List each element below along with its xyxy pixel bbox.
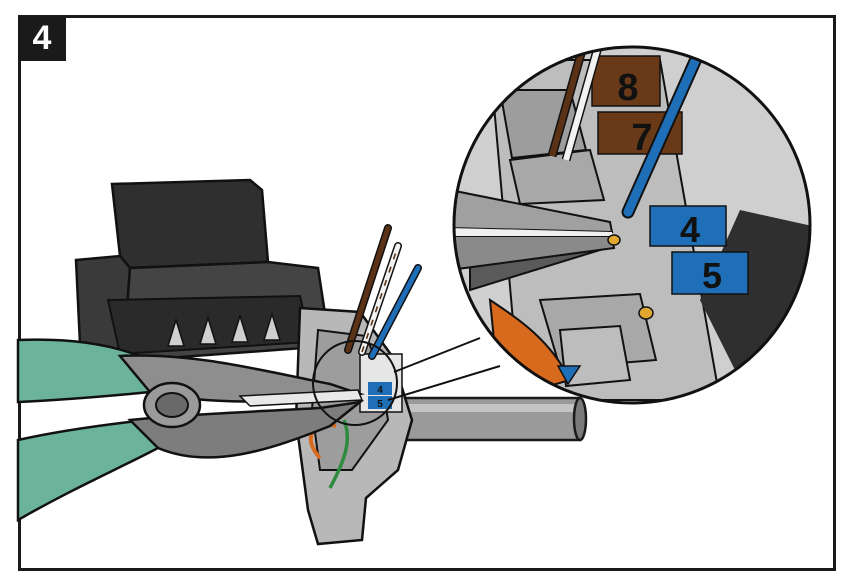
zoom-detail-lens: 8 7 4 5 xyxy=(452,45,812,405)
punch-down-wires xyxy=(344,224,422,360)
pin-label-5: 5 xyxy=(702,255,722,296)
pin-label-7: 7 xyxy=(631,117,652,159)
step-number-badge: 4 xyxy=(18,15,66,61)
rj45-keystone-jack-icon: 4 5 xyxy=(74,178,414,546)
wire-cutter-pliers-icon xyxy=(16,338,365,523)
pin-label-8: 8 xyxy=(617,67,638,109)
magnifier-callout-icon xyxy=(312,337,501,426)
pin-label-4: 4 xyxy=(680,209,700,250)
small-pin-label-4: 4 xyxy=(377,385,383,396)
small-pin-label-5: 5 xyxy=(377,399,383,410)
network-cable-icon xyxy=(394,396,588,442)
